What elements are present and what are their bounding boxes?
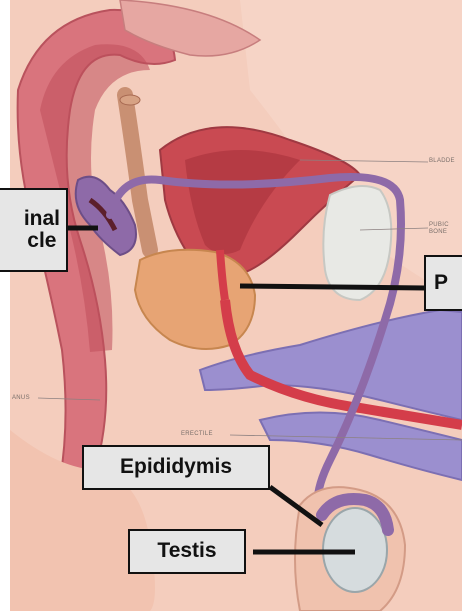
testis-callout: Testis — [128, 529, 246, 574]
seminal-vesicle-callout: inal cle — [0, 188, 68, 272]
left-margin — [0, 0, 10, 611]
urethra-upper — [220, 250, 225, 300]
erectile-label: ERECTILE — [181, 431, 213, 438]
ureter-end — [120, 95, 140, 105]
anus-label: ANUS — [12, 395, 30, 402]
bladder-label: BLADDE — [429, 158, 455, 165]
prostate-pointer — [240, 286, 425, 288]
pubic-bone-label: PUBIC BONE — [429, 222, 449, 236]
epididymis-callout: Epididymis — [82, 445, 270, 490]
prostate-callout: P — [424, 255, 462, 311]
